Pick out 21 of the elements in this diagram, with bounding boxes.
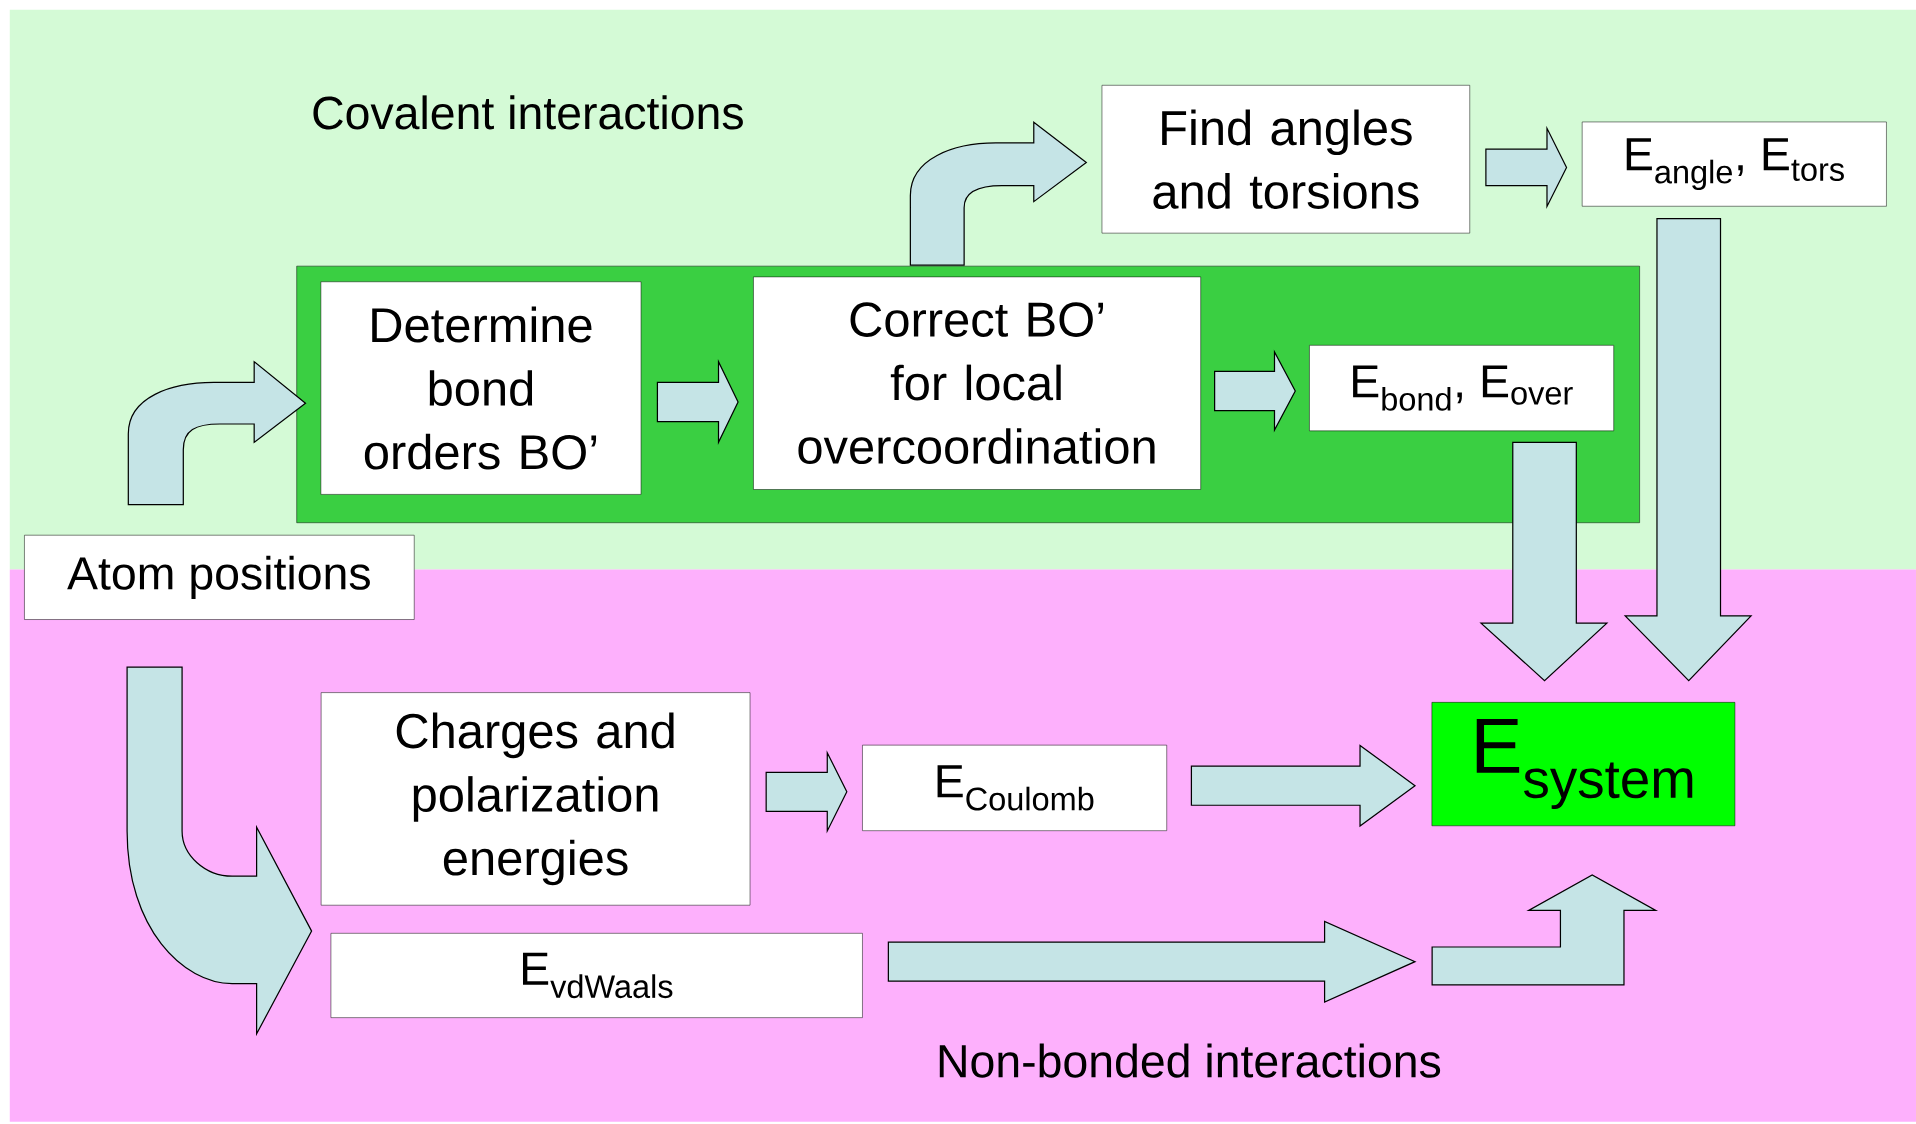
process-box: Determine bond orders BO’: [320, 281, 642, 495]
block-arrow: [1479, 441, 1609, 682]
process-box: E$_{Coulomb}$: [862, 744, 1167, 831]
block-arrow: [1623, 218, 1753, 682]
result-box: E$_{system}$: [1431, 702, 1736, 826]
process-box: Find angles and torsions: [1101, 84, 1470, 234]
block-arrow: [765, 750, 848, 834]
block-arrow: [1214, 349, 1296, 433]
process-box: Correct BO’ for local overcoordination: [753, 276, 1201, 490]
block-arrow: [127, 361, 307, 506]
block-arrow: [887, 874, 1659, 1003]
process-box: Charges and polarization energies: [320, 692, 751, 906]
process-box: Atom positions: [24, 534, 415, 620]
block-arrow: [126, 666, 313, 1035]
process-box: E$_{vdWaals}$: [330, 933, 863, 1018]
process-box: E$_{angle}$, E$_{tors}$: [1581, 121, 1887, 207]
block-arrow: [656, 358, 739, 445]
block-arrow: [909, 121, 1087, 266]
block-arrow: [1485, 125, 1568, 209]
block-arrow: [1190, 744, 1417, 828]
process-box: E$_{bond}$, E$_{over}$: [1309, 345, 1614, 432]
